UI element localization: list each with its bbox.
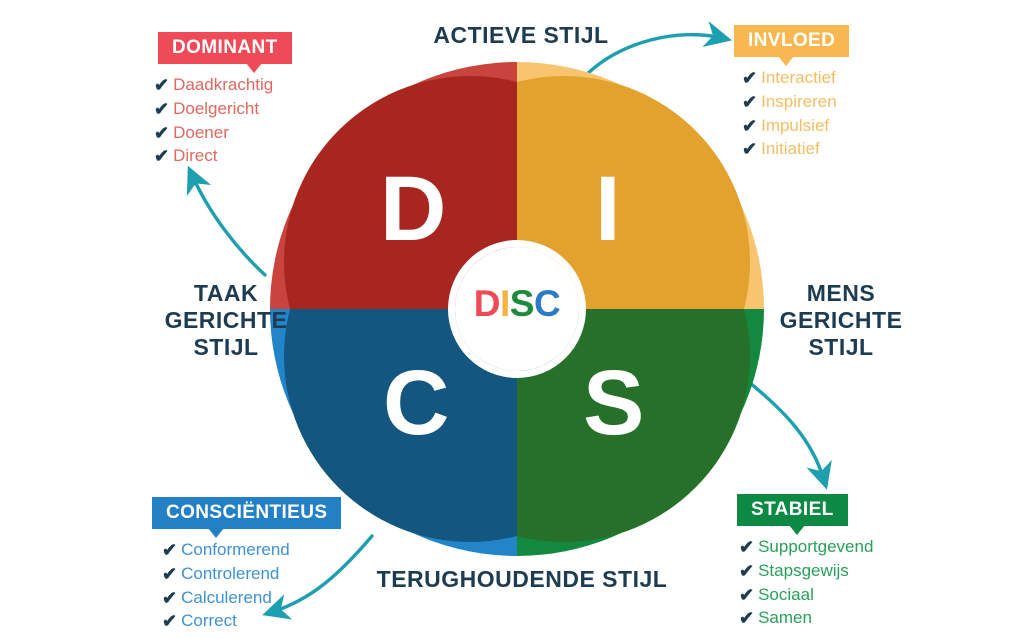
check-icon: ✔ bbox=[742, 91, 758, 112]
trait-label: Samen bbox=[758, 608, 812, 628]
quadrant-letter-d: D bbox=[380, 158, 447, 260]
trait-label: Calculerend bbox=[181, 587, 272, 607]
trait-label: Correct bbox=[181, 611, 237, 631]
axis-label-taak-gerichte-stijl: TAAK GERICHTE STIJL bbox=[164, 280, 288, 361]
check-icon: ✔ bbox=[739, 560, 755, 581]
quadrant-stabiel[interactable] bbox=[517, 309, 764, 556]
trait-label: Direct bbox=[173, 146, 218, 166]
badge-pointer-icon bbox=[208, 528, 224, 538]
trait-label: Conformerend bbox=[181, 540, 290, 559]
trait-label: Sociaal bbox=[758, 584, 814, 604]
badge-pointer-icon bbox=[246, 63, 262, 73]
check-icon: ✔ bbox=[154, 75, 170, 95]
quadrant-letter-i: I bbox=[595, 158, 621, 260]
check-icon: ✔ bbox=[162, 563, 178, 584]
trait-label: Doelgericht bbox=[173, 98, 260, 118]
trait-list-stabiel: ✔Supportgevend ✔Stapsgewijs ✔Sociaal ✔Sa… bbox=[739, 536, 873, 631]
quadrant-letter-s: S bbox=[583, 352, 645, 454]
badge-pointer-icon bbox=[778, 56, 794, 66]
arrow-to-dominant bbox=[186, 165, 267, 277]
axis-label-mens-gerichte-stijl: MENS GERICHTE STIJL bbox=[779, 280, 903, 361]
badge-stabiel[interactable]: STABIEL bbox=[737, 494, 848, 535]
list-item: ✔Direct bbox=[154, 145, 292, 169]
check-icon: ✔ bbox=[742, 68, 758, 88]
logo-inner-disc bbox=[459, 251, 575, 367]
list-item: ✔Daadkrachtig bbox=[154, 74, 292, 98]
badge-invloed-label: INVLOED bbox=[748, 30, 836, 51]
badge-stabiel-label: STABIEL bbox=[751, 499, 834, 520]
badge-invloed[interactable]: INVLOED bbox=[734, 25, 850, 66]
list-item: ✔Correct bbox=[162, 610, 341, 634]
axis-label-actieve-stijl: ACTIEVE STIJL bbox=[433, 22, 609, 48]
list-item: ✔Conformerend bbox=[162, 539, 341, 563]
list-item: ✔Doener bbox=[154, 122, 292, 146]
check-icon: ✔ bbox=[739, 584, 755, 605]
list-item: ✔Initiatief bbox=[742, 138, 849, 162]
group-invloed: INVLOED ✔Interactief ✔Inspireren ✔Impuls… bbox=[734, 25, 850, 162]
trait-label: Daadkrachtig bbox=[173, 75, 274, 94]
axis-label-terughoudende-stijl: TERUGHOUDENDE STIJL bbox=[376, 566, 668, 592]
check-icon: ✔ bbox=[154, 146, 170, 167]
check-icon: ✔ bbox=[742, 115, 758, 136]
trait-list-invloed: ✔Interactief ✔Inspireren ✔Impulsief ✔Ini… bbox=[742, 67, 849, 162]
trait-label: Impulsief bbox=[761, 115, 830, 135]
list-item: ✔Controlerend bbox=[162, 563, 341, 587]
list-item: ✔Interactief bbox=[742, 67, 849, 91]
badge-conscientieus[interactable]: CONSCIËNTIEUS bbox=[152, 497, 342, 538]
list-item: ✔Impulsief bbox=[742, 115, 849, 139]
check-icon: ✔ bbox=[739, 608, 755, 629]
logo-wordmark: DISC bbox=[448, 285, 586, 322]
check-icon: ✔ bbox=[162, 540, 178, 560]
trait-label: Supportgevend bbox=[758, 537, 874, 556]
logo-letter-s: S bbox=[509, 283, 535, 324]
trait-list-dominant: ✔Daadkrachtig ✔Doelgericht ✔Doener ✔Dire… bbox=[154, 74, 292, 169]
badge-dominant[interactable]: DOMINANT bbox=[158, 32, 292, 73]
list-item: ✔Calculerend bbox=[162, 587, 341, 611]
badge-dominant-label: DOMINANT bbox=[172, 37, 278, 58]
logo-letter-d: D bbox=[473, 283, 501, 324]
check-icon: ✔ bbox=[162, 587, 178, 608]
trait-label: Interactief bbox=[761, 68, 836, 87]
group-dominant: DOMINANT ✔Daadkrachtig ✔Doelgericht ✔Doe… bbox=[154, 32, 292, 169]
check-icon: ✔ bbox=[154, 122, 170, 143]
logo-letter-c: C bbox=[533, 283, 561, 324]
trait-label: Initiatief bbox=[761, 139, 820, 159]
trait-label: Controlerend bbox=[181, 563, 280, 583]
badge-pointer-icon bbox=[789, 525, 805, 535]
quadrant-letter-c: C bbox=[383, 352, 450, 454]
list-item: ✔Doelgericht bbox=[154, 98, 292, 122]
check-icon: ✔ bbox=[154, 98, 170, 119]
badge-conscientieus-label: CONSCIËNTIEUS bbox=[166, 502, 328, 523]
list-item: ✔Sociaal bbox=[739, 584, 873, 608]
check-icon: ✔ bbox=[742, 139, 758, 160]
list-item: ✔Supportgevend bbox=[739, 536, 873, 560]
logo-color-ring bbox=[455, 247, 579, 371]
trait-list-conscientieus: ✔Conformerend ✔Controlerend ✔Calculerend… bbox=[162, 539, 341, 634]
list-item: ✔Inspireren bbox=[742, 91, 849, 115]
list-item: ✔Stapsgewijs bbox=[739, 560, 873, 584]
center-disc-logo[interactable]: DISC bbox=[448, 240, 586, 378]
group-stabiel: STABIEL ✔Supportgevend ✔Stapsgewijs ✔Soc… bbox=[737, 494, 873, 631]
logo-letter-i: I bbox=[500, 283, 510, 324]
trait-label: Inspireren bbox=[761, 91, 837, 111]
trait-label: Stapsgewijs bbox=[758, 560, 849, 580]
list-item: ✔Samen bbox=[739, 607, 873, 631]
check-icon: ✔ bbox=[162, 611, 178, 632]
trait-label: Doener bbox=[173, 122, 229, 142]
check-icon: ✔ bbox=[739, 537, 755, 557]
group-conscientieus: CONSCIËNTIEUS ✔Conformerend ✔Controleren… bbox=[152, 497, 342, 634]
